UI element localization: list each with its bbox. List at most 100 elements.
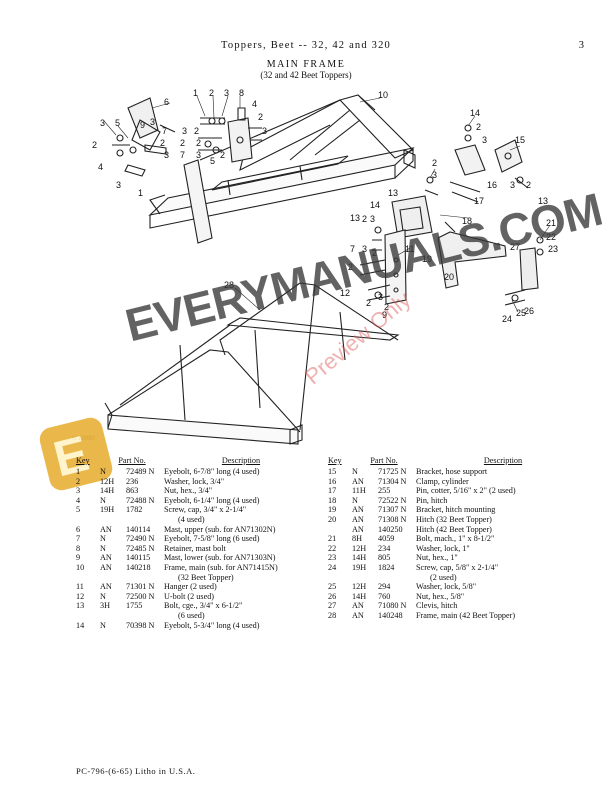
- svg-text:2: 2: [362, 214, 367, 224]
- part-key: 15: [328, 467, 337, 476]
- part-number: 294: [378, 582, 391, 592]
- page-footer: PC-796-(6-65) Litho in U.S.A.: [76, 766, 196, 776]
- part-description: Clevis, hitch: [416, 601, 458, 611]
- part-description: Washer, lock, 5/8": [416, 582, 477, 592]
- section-subtitle: (32 and 42 Beet Toppers): [260, 70, 352, 80]
- column-key: Key: [328, 456, 342, 465]
- part-description: Eyebolt, 6-7/8" long (4 used): [164, 467, 260, 476]
- callout-numbers: 1 2 3 8 6 4 3 5 9 3 2 7 3 2 3 2 2 2 2 3 …: [72, 88, 558, 442]
- table-row: (4 used): [76, 515, 318, 525]
- part-number: 72500 N: [126, 591, 155, 601]
- part-description: Bracket, hitch mounting: [416, 505, 496, 515]
- svg-text:8: 8: [239, 88, 244, 98]
- svg-text:1: 1: [138, 188, 143, 198]
- part-description: Retainer, mast bolt: [164, 543, 226, 553]
- part-key: 10: [76, 562, 85, 572]
- svg-text:26: 26: [524, 306, 534, 316]
- part-key: 17: [328, 486, 337, 496]
- part-key: 21: [328, 534, 337, 544]
- part-number: 1824: [378, 562, 395, 572]
- svg-text:12: 12: [340, 288, 350, 298]
- svg-text:23: 23: [548, 244, 558, 254]
- part-prefix: [352, 573, 378, 583]
- callout-leaders: [103, 95, 551, 313]
- svg-text:9: 9: [382, 310, 387, 320]
- part-number: [126, 611, 164, 621]
- part-description: Nut, hex., 3/4": [164, 486, 213, 496]
- part-prefix: 14H: [100, 486, 115, 496]
- part-key: [328, 525, 352, 535]
- svg-text:3: 3: [262, 126, 267, 136]
- part-number: [378, 573, 416, 583]
- part-description: Frame, main (sub. for AN71415N): [164, 562, 278, 572]
- part-description: Bracket, hose support: [416, 467, 488, 476]
- svg-text:3: 3: [196, 150, 201, 160]
- svg-text:27: 27: [510, 242, 520, 252]
- part-description: Screw, cap, 5/8" x 2-1/4": [416, 562, 499, 572]
- part-prefix: 14H: [352, 553, 367, 563]
- part-key: [76, 515, 100, 525]
- part-key: 14: [76, 620, 85, 630]
- page-number: 3: [578, 40, 584, 51]
- part-key: 23: [328, 553, 337, 563]
- part-description: Nut, hex., 1": [416, 553, 458, 563]
- part-description: Screw, cap, 3/4" x 2-1/4": [164, 505, 247, 515]
- part-prefix: 14H: [352, 591, 367, 601]
- part-number: 72522 N: [378, 495, 407, 505]
- part-key: 5: [76, 505, 81, 515]
- svg-text:3: 3: [378, 292, 383, 302]
- part-prefix: 12H: [100, 476, 115, 486]
- svg-text:2: 2: [209, 88, 214, 98]
- part-key: 24: [328, 562, 337, 572]
- svg-text:2: 2: [372, 248, 377, 258]
- part-key: 9: [76, 553, 81, 563]
- svg-text:2: 2: [180, 138, 185, 148]
- part-key: [76, 573, 100, 583]
- table-row: (6 used): [76, 611, 318, 621]
- part-prefix: N: [100, 543, 106, 553]
- svg-text:4: 4: [252, 99, 257, 109]
- svg-text:10: 10: [378, 90, 388, 100]
- part-description: Pin, hitch: [416, 495, 448, 505]
- part-key: 7: [76, 534, 81, 544]
- upper-mast-hardware: [112, 97, 176, 177]
- part-key: 19: [328, 505, 337, 515]
- svg-text:17: 17: [474, 196, 484, 206]
- part-key: 28: [328, 610, 337, 620]
- svg-text:3: 3: [370, 214, 375, 224]
- part-number: 140218: [126, 562, 151, 572]
- part-number: 72485 N: [126, 543, 155, 553]
- svg-text:2: 2: [220, 150, 225, 160]
- svg-text:6: 6: [164, 97, 169, 107]
- part-description: Eyebolt, 7-5/8" long (6 used): [164, 534, 260, 544]
- part-description: (2 used): [430, 572, 457, 582]
- svg-text:1: 1: [193, 88, 198, 98]
- part-description: Mast, upper (sub. for AN71302N): [164, 524, 276, 534]
- svg-text:19: 19: [422, 254, 432, 264]
- eyebolt-set-drawing: [198, 107, 262, 163]
- svg-text:2: 2: [348, 262, 353, 272]
- part-number: 72490 N: [126, 534, 155, 544]
- parts-table-header: Key Part No. Description: [76, 456, 318, 467]
- part-number: 255: [378, 486, 391, 496]
- svg-text:3: 3: [164, 150, 169, 160]
- svg-text:3: 3: [150, 117, 155, 127]
- main-frame-32-drawing: [148, 94, 416, 244]
- svg-text:2: 2: [366, 298, 371, 308]
- svg-text:13: 13: [388, 188, 398, 198]
- column-description: Description: [483, 456, 523, 465]
- part-prefix: 12H: [352, 582, 367, 592]
